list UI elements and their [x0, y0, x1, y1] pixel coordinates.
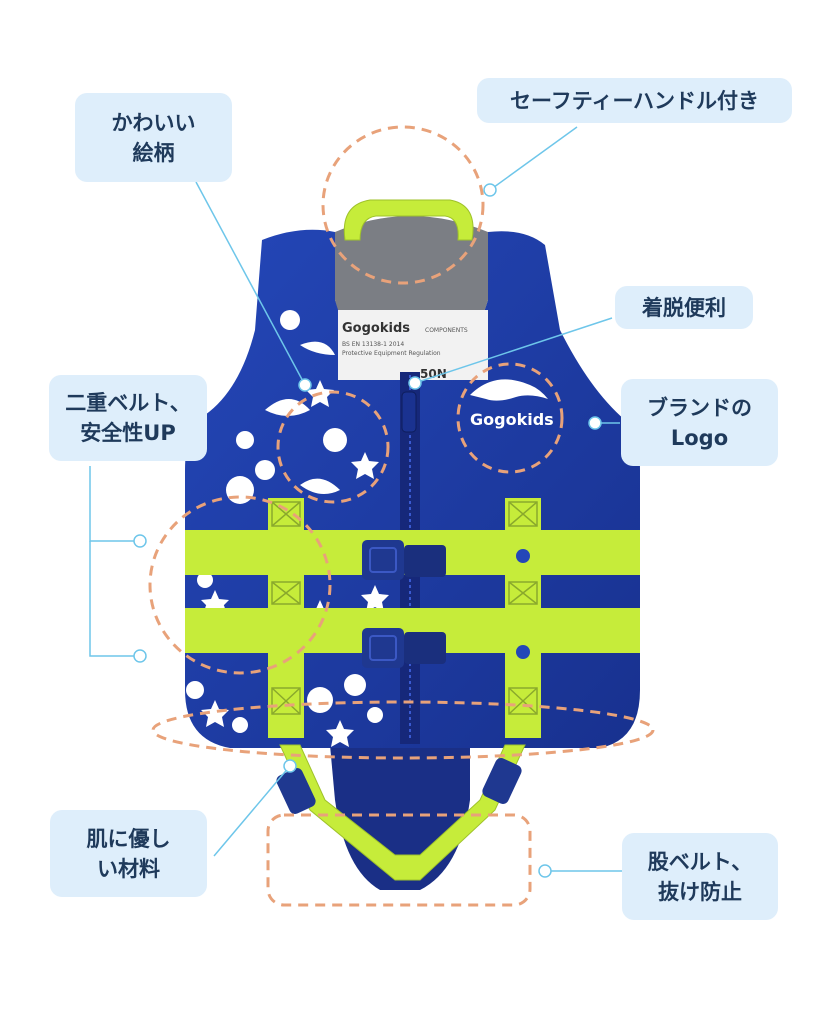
- strap-stitching: [271, 501, 538, 715]
- label-easy-wear-line1: 着脱便利: [642, 295, 726, 320]
- label-skin-friendly: 肌に優し い材料: [50, 810, 207, 897]
- highlight-pattern: [276, 390, 390, 504]
- label-double-belt: 二重ベルト、 安全性UP: [49, 375, 207, 461]
- size-tag: 50N: [420, 367, 447, 381]
- label-safety-handle: セーフティーハンドル付き: [477, 78, 792, 123]
- highlight-handle: [321, 125, 485, 285]
- label-skin-friendly-line1: 肌に優し: [86, 826, 171, 851]
- buckle-upper: [362, 540, 446, 580]
- label-cute-pattern-line1: かわいい: [111, 110, 196, 135]
- label-crotch-belt: 股ベルト、 抜け防止: [622, 833, 778, 920]
- inner-label-brand: Gogokids: [342, 321, 410, 336]
- highlight-circles: [148, 125, 655, 907]
- label-double-belt-line2: 安全性UP: [80, 421, 176, 445]
- label-skin-friendly-line2: い材料: [97, 856, 160, 881]
- label-cute-pattern: かわいい 絵柄: [75, 93, 232, 182]
- safety-handle: [343, 199, 474, 241]
- label-cute-pattern-line2: 絵柄: [132, 140, 175, 165]
- inner-label-line-1: BS EN 13138-1 2014: [342, 341, 404, 348]
- inner-label-line-2: Protective Equipment Regulation: [342, 350, 441, 357]
- label-brand-logo-line1: ブランドの: [647, 395, 752, 420]
- dolphin-logo-icon: [470, 379, 548, 401]
- vest-brand-text: Gogokids: [470, 410, 554, 429]
- highlight-material: [151, 700, 655, 760]
- callout-lines: [89, 126, 623, 878]
- rivet: [516, 645, 530, 659]
- buckle-lower: [362, 628, 446, 668]
- crotch-strap-buckles: [276, 758, 522, 814]
- label-safety-handle-line1: セーフティーハンドル付き: [509, 88, 760, 113]
- label-double-belt-line1: 二重ベルト、: [65, 391, 191, 415]
- inner-care-label: [338, 310, 488, 380]
- label-crotch-belt-line1: 股ベルト、: [647, 849, 753, 874]
- label-crotch-belt-line2: 抜け防止: [658, 879, 742, 904]
- highlight-logo: [456, 362, 564, 474]
- zipper-pull: [401, 391, 417, 433]
- label-brand-logo: ブランドの Logo: [621, 379, 778, 466]
- highlight-belt: [148, 495, 332, 675]
- inner-label-line-3: COMPONENTS: [425, 327, 468, 334]
- label-brand-logo-line2: Logo: [670, 425, 729, 450]
- highlight-crotch: [266, 813, 532, 907]
- rivet: [516, 549, 530, 563]
- label-easy-wear: 着脱便利: [615, 286, 753, 329]
